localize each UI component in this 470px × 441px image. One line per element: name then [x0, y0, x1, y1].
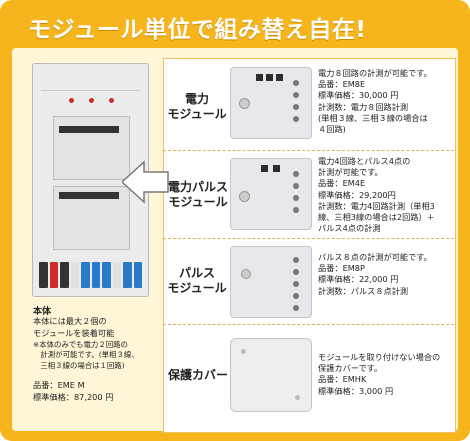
module-label-power-pulse: 電力パルス モジュール	[167, 180, 228, 209]
main-unit-leds	[61, 98, 121, 110]
row-divider-3	[163, 324, 454, 325]
module-desc-power: 電力８回路の計測が可能です。 品番：EM8E 標準価格：30,000 円 計測数…	[318, 68, 432, 135]
module-label-power: 電力 モジュール	[167, 92, 227, 121]
module-image-cover	[230, 338, 312, 412]
page-title: モジュール単位で組み替え自在!	[28, 17, 367, 43]
module-desc-pulse: パルス８点の計測が可能です。 品番：EM8P 標準価格：22,000 円 計測数…	[318, 252, 432, 296]
module-image-power-pulse	[230, 158, 312, 230]
row-divider-2	[163, 238, 454, 239]
module-desc-cover: モジュールを取り付けない場合の 保護カバーです。 品番：EMHK 標準価格：3,…	[318, 352, 441, 396]
module-label-cover: 保護カバー	[167, 368, 228, 382]
main-unit-note: ※本体のみでも電力２回路の 計測が可能です。(単相３線、 三相３線の場合は１回路…	[33, 340, 139, 370]
main-unit-spec: 品番：EME M 標準価格：87,200 円	[33, 380, 114, 402]
slot-connector-1	[59, 126, 119, 133]
main-unit-terminals	[39, 262, 142, 288]
module-image-power	[230, 67, 312, 139]
module-desc-power-pulse: 電力4回路とパルス4点の 計測が可能です。 品番：EM4E 標準価格：29,20…	[318, 156, 435, 234]
row-divider-1	[163, 150, 454, 151]
slot-connector-2	[59, 192, 119, 199]
main-unit-heading: 本体	[33, 307, 52, 317]
main-unit-description: 本体には最大２個の モジュールを装着可能	[33, 316, 115, 338]
module-label-pulse: パルス モジュール	[167, 266, 227, 295]
main-unit-top-panel	[41, 74, 140, 91]
module-image-pulse	[230, 246, 312, 318]
left-arrow-icon	[122, 160, 169, 204]
